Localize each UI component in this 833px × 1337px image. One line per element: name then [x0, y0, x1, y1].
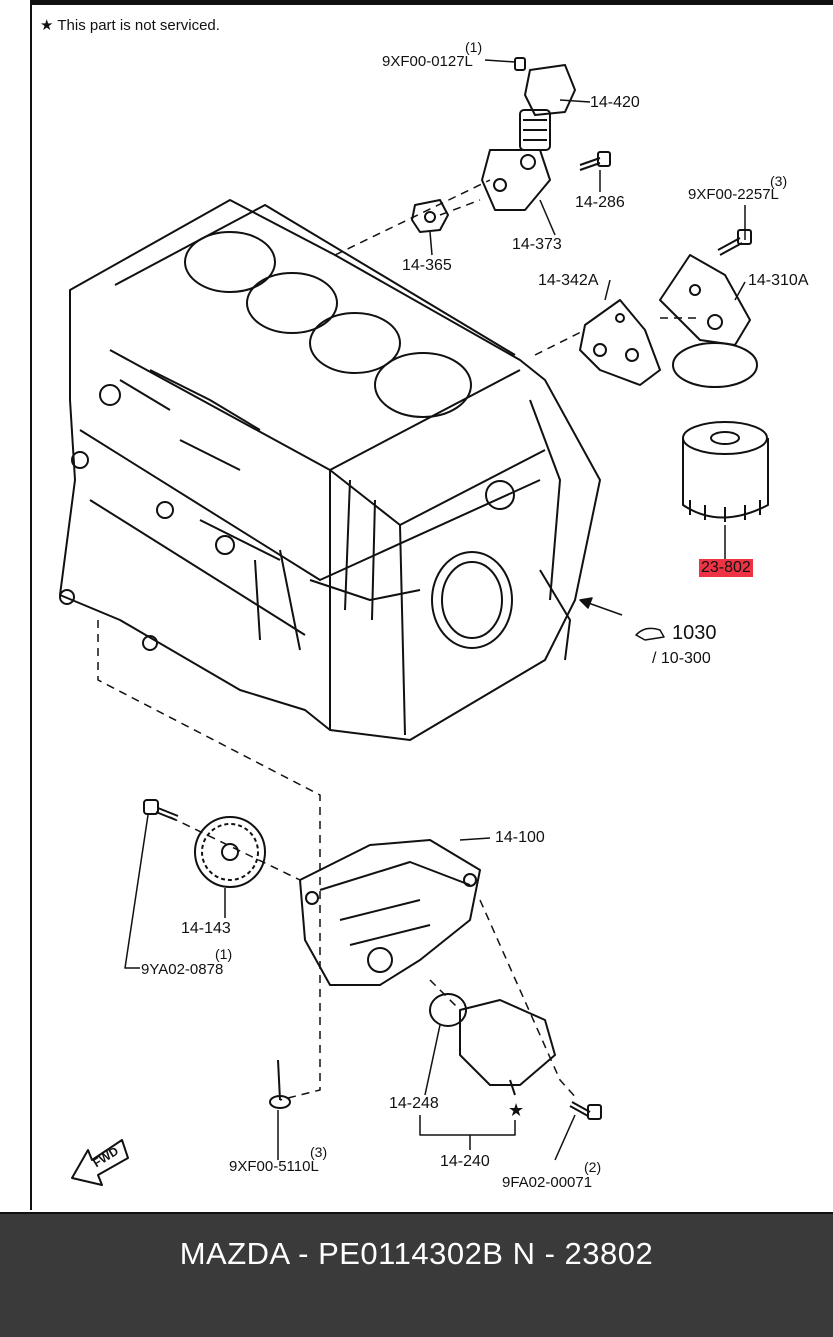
oil-strainer	[429, 993, 556, 1096]
fwd-arrow-icon	[71, 1139, 129, 1186]
oil-pump	[299, 839, 481, 986]
bolt-9xf00-0127l	[514, 57, 526, 71]
qty-label: (2)	[584, 1159, 602, 1175]
part-label-9xf00-5110l[interactable]: 9XF00-5110L	[229, 1158, 319, 1175]
bolt-9fa02-00071	[569, 1101, 602, 1120]
qty-label: (3)	[310, 1144, 328, 1160]
part-label-1030[interactable]: 1030	[672, 622, 717, 644]
part-label-14-248[interactable]: 14-248	[389, 1095, 439, 1112]
part-label-9ya02-0878[interactable]: 9YA02-0878	[141, 961, 224, 978]
qty-label: (3)	[770, 173, 788, 189]
star-icon: ★	[40, 17, 54, 34]
qty-label: (1)	[215, 946, 233, 962]
engine-parts-diagram	[59, 57, 769, 1186]
bolt-14-286	[579, 151, 611, 171]
footer-bar: MAZDA - PE0114302B N - 23802	[0, 1212, 833, 1337]
oil-filter-body	[659, 254, 758, 388]
part-label-14-143[interactable]: 14-143	[181, 920, 231, 937]
part-label-14-342a[interactable]: 14-342A	[538, 272, 599, 289]
qty-label: (1)	[465, 39, 483, 55]
note-text: This part is not serviced.	[57, 17, 220, 34]
part-label-9fa02-00071[interactable]: 9FA02-00071	[502, 1174, 593, 1191]
part-label-10-300[interactable]: / 10-300	[652, 650, 711, 667]
part-label-14-310a[interactable]: 14-310A	[748, 272, 809, 289]
part-label-14-365[interactable]: 14-365	[402, 257, 452, 274]
bolt-9xf00-5110l	[269, 1059, 291, 1109]
bolt-9xf00-2257l	[717, 229, 752, 256]
dashed-lines	[97, 179, 700, 1101]
oil-control-valve	[519, 64, 576, 151]
part-label-23-802[interactable]: 23-802	[699, 559, 753, 577]
sprocket	[194, 816, 266, 888]
part-label-14-373[interactable]: 14-373	[512, 236, 562, 253]
valve-bracket	[481, 149, 551, 211]
part-label-14-420[interactable]: 14-420	[590, 94, 640, 111]
gasket	[579, 299, 661, 386]
part-number-caption: MAZDA - PE0114302B N - 23802	[179, 1236, 654, 1271]
part-label-9xf00-0127l[interactable]: 9XF00-0127L	[382, 53, 473, 70]
cylinder-block	[59, 199, 601, 741]
part-label-14-286[interactable]: 14-286	[575, 194, 625, 211]
part-label-14-240[interactable]: 14-240	[440, 1153, 490, 1170]
sensor-part	[411, 199, 449, 233]
leader-lines	[124, 59, 746, 1161]
bolt-9ya02-0878	[143, 799, 179, 821]
star-icon: ★	[508, 1100, 525, 1120]
part-label-9xf00-2257l[interactable]: 9XF00-2257L	[688, 186, 779, 203]
view-arrow	[579, 597, 665, 641]
not-serviced-note: ★ This part is not serviced.	[40, 16, 220, 34]
part-label-14-100[interactable]: 14-100	[495, 829, 545, 846]
oil-filter	[682, 421, 769, 522]
